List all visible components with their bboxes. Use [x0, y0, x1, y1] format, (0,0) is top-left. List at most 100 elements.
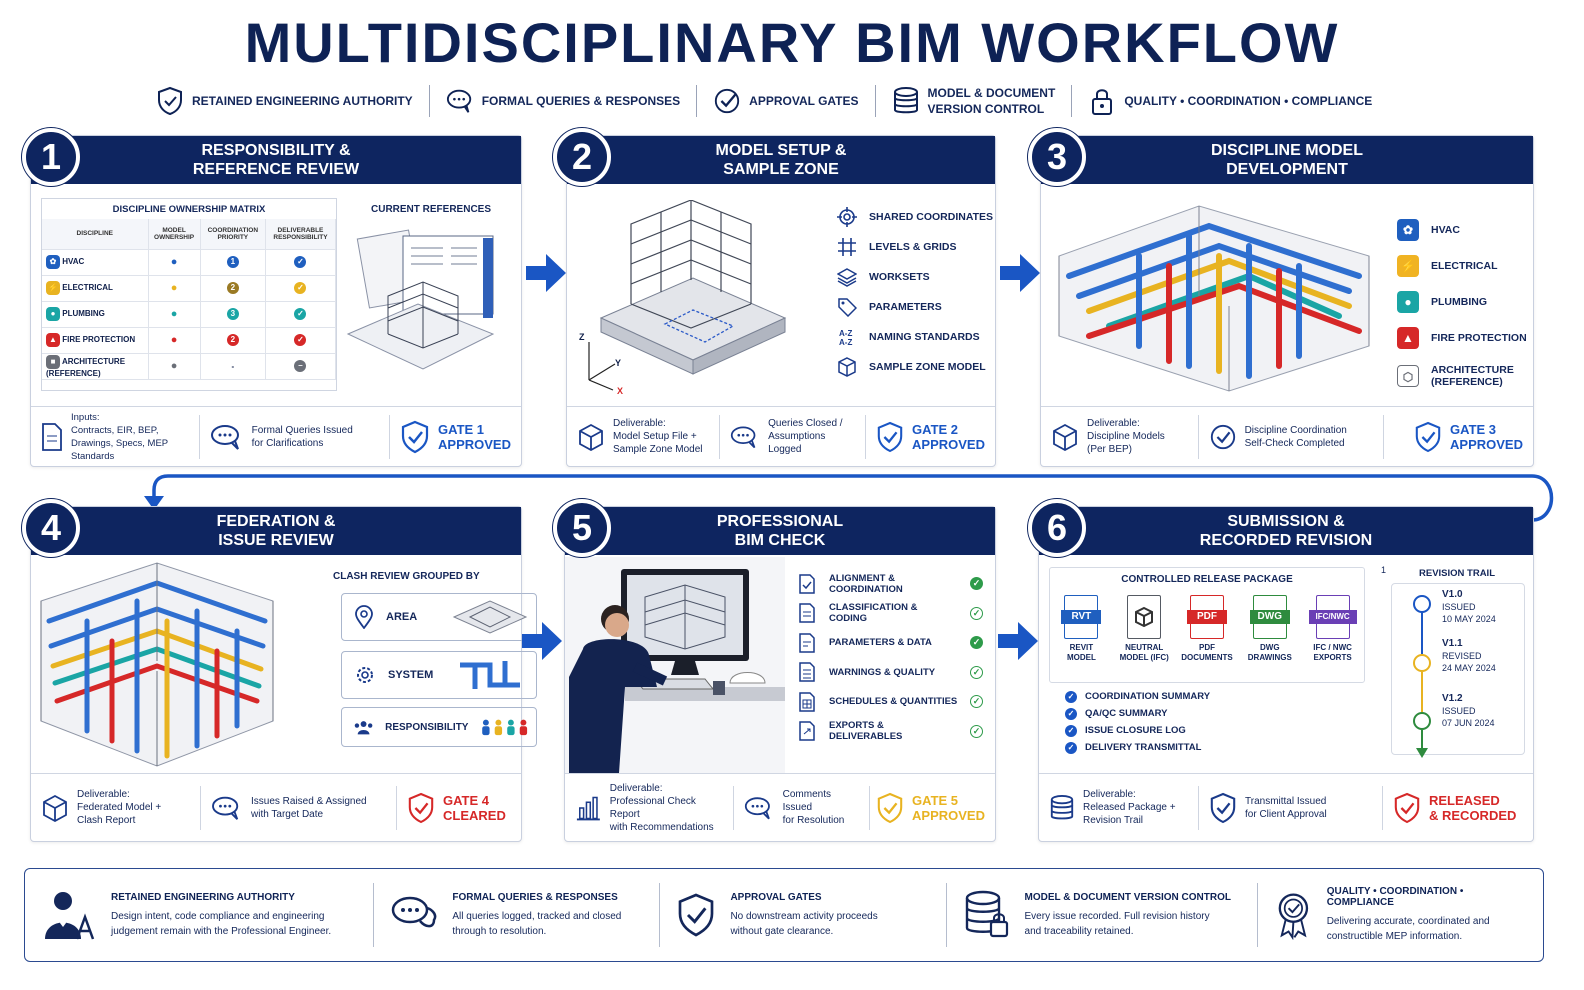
- revision-date: 24 MAY 2024: [1442, 663, 1496, 673]
- check-icon: ✓: [1065, 707, 1077, 720]
- revision-status: ISSUED: [1442, 602, 1476, 612]
- deliverable-cell: Deliverable: Released Package + Revision…: [1039, 785, 1199, 830]
- discipline-model-illustration: [1058, 205, 1370, 392]
- principle-text: Every issue recorded. Full revision hist…: [1024, 910, 1210, 937]
- database-icon: [1050, 794, 1074, 819]
- table-row: ⚡ ELECTRICAL ● 2 ✓: [42, 275, 337, 302]
- clash-group-responsibility[interactable]: RESPONSIBILITY: [341, 707, 537, 747]
- setup-checklist: SHARED COORDINATES LEVELS & GRIDS WORKSE…: [837, 202, 993, 382]
- clash-group-area[interactable]: AREA: [341, 593, 537, 641]
- svg-text:A-Z: A-Z: [839, 329, 852, 338]
- clash-label: AREA: [386, 611, 418, 623]
- check-icon: ✓: [294, 308, 307, 320]
- cube-icon: [579, 423, 603, 451]
- checklist-item: ✓ISSUE CLOSURE LOG: [1065, 722, 1210, 739]
- principle-heading: FORMAL QUERIES & RESPONSES: [452, 891, 618, 903]
- file-label: PDF DOCUMENTS: [1181, 643, 1233, 662]
- topbar-item-quality: QUALITY • COORDINATION • COMPLIANCE: [1072, 81, 1388, 121]
- step-footer: Inputs: Contracts, EIR, BEP, Drawings, S…: [31, 406, 521, 466]
- clash-title: CLASH REVIEW GROUPED BY: [333, 571, 480, 582]
- check-outline-icon: ✓: [970, 665, 983, 679]
- revision-status: REVISED: [1442, 651, 1482, 661]
- revision-marker: 1: [1381, 565, 1387, 575]
- list-item: EXPORTS & DELIVERABLES✓: [797, 717, 983, 747]
- person-icon: ●: [170, 282, 178, 294]
- chat-bubbles-icon: [731, 425, 756, 448]
- list-label: NAMING STANDARDS: [869, 331, 980, 343]
- water-drop-icon: ●: [1397, 291, 1419, 313]
- list-item: WARNINGS & QUALITY ✓: [797, 658, 983, 688]
- selfcheck-cell: Discipline Coordination Self-Check Compl…: [1199, 414, 1385, 459]
- cube-icon: [1053, 423, 1077, 451]
- clash-group-system[interactable]: SYSTEM: [341, 651, 537, 699]
- priority-badge: -: [200, 353, 266, 380]
- document-table-icon: [799, 692, 815, 712]
- matrix-discipline: PLUMBING: [62, 309, 105, 319]
- gear-icon: [357, 667, 373, 683]
- principle-heading: APPROVAL GATES: [730, 891, 822, 903]
- system-thumbnail-icon: [460, 661, 520, 689]
- cube-icon: [43, 794, 67, 822]
- check-filled-icon: ✓: [970, 577, 983, 591]
- priority-badge: 2: [226, 282, 239, 294]
- fan-icon: ✿: [1397, 219, 1419, 241]
- gate-cell: GATE 1 APPROVED: [390, 415, 521, 459]
- file-ifc-nwc[interactable]: IFC/NWC IFC / NWC EXPORTS: [1302, 595, 1364, 663]
- discipline-legend: ✿HVAC ⚡ELECTRICAL ●PLUMBING ▲FIRE PROTEC…: [1397, 212, 1527, 396]
- table-row: ■ ARCHITECTURE (REFERENCE) ● - –: [42, 353, 337, 380]
- flow-arrow-right-icon: [522, 622, 562, 660]
- issues-text: Issues Raised & Assigned with Target Dat…: [251, 795, 367, 820]
- shield-check-icon: [158, 86, 182, 116]
- ifc-file-icon: [1127, 595, 1162, 639]
- matrix-discipline: ELECTRICAL: [62, 283, 113, 293]
- topbar-item-gates: APPROVAL GATES: [697, 81, 874, 121]
- map-pin-icon: [355, 605, 373, 629]
- principle-text: Delivering accurate, coordinated and con…: [1326, 916, 1490, 942]
- file-ifc[interactable]: NEUTRAL MODEL (IFC): [1113, 595, 1175, 663]
- step-2-panel: MODEL SETUP & SAMPLE ZONE Z Y X SHARED C…: [566, 135, 996, 467]
- list-label: LEVELS & GRIDS: [869, 241, 957, 253]
- topbar-label: APPROVAL GATES: [749, 94, 859, 108]
- step-number: 1: [22, 128, 80, 186]
- layers-icon: [837, 268, 857, 287]
- grid-icon: [838, 238, 856, 256]
- row-connector-arrow: [144, 474, 1554, 522]
- target-icon: [837, 207, 857, 227]
- checklist-item: ✓COORDINATION SUMMARY: [1065, 688, 1210, 705]
- list-item: ●PLUMBING: [1397, 284, 1527, 320]
- pdf-file-icon: PDF: [1186, 595, 1227, 639]
- list-label: SAMPLE ZONE MODEL: [869, 361, 986, 373]
- list-label: WARNINGS & QUALITY: [829, 666, 936, 678]
- step-footer: Deliverable: Released Package + Revision…: [1039, 773, 1533, 841]
- area-thumbnail-icon: [452, 600, 528, 634]
- clash-label: SYSTEM: [388, 669, 434, 681]
- priority-badge: 3: [226, 308, 239, 320]
- queries-cell: Formal Queries Issued for Clarifications: [200, 414, 391, 459]
- list-label: HVAC: [1431, 224, 1460, 236]
- file-pdf[interactable]: PDF PDF DOCUMENTS: [1176, 595, 1238, 663]
- matrix-title: DISCIPLINE OWNERSHIP MATRIX: [112, 204, 266, 215]
- principle-text: All queries logged, tracked and closed t…: [452, 910, 622, 937]
- gate-cell: RELEASED & RECORDED: [1383, 786, 1526, 830]
- x-axis-label: X: [617, 386, 624, 396]
- principle-text: Design intent, code compliance and engin…: [111, 910, 332, 937]
- hvac-badge-icon: ✿: [46, 255, 60, 269]
- transmittal-text: Transmittal Issued for Client Approval: [1245, 795, 1327, 820]
- reference-documents-illustration: [346, 229, 495, 370]
- gate-status: GATE 3 APPROVED: [1450, 421, 1523, 452]
- list-item: SHARED COORDINATES: [837, 202, 993, 232]
- matrix-discipline: ARCHITECTURE (REFERENCE): [46, 356, 126, 378]
- page-title: MULTIDISCIPLINARY BIM WORKFLOW: [244, 11, 1340, 74]
- file-revit[interactable]: RVT REVIT MODEL: [1050, 595, 1112, 663]
- flame-icon: ▲: [1397, 327, 1419, 349]
- step-title: RESPONSIBILITY & REFERENCE REVIEW: [31, 136, 521, 184]
- file-label: DWG DRAWINGS: [1247, 643, 1292, 662]
- list-label: EXPORTS & DELIVERABLES: [829, 720, 903, 743]
- matrix-discipline: HVAC: [62, 257, 85, 267]
- gate-cell: GATE 2 APPROVED: [866, 415, 995, 459]
- comments-cell: Comments Issued for Resolution: [734, 785, 871, 830]
- file-dwg[interactable]: DWG DWG DRAWINGS: [1239, 595, 1301, 663]
- list-label: ELECTRICAL: [1431, 260, 1498, 272]
